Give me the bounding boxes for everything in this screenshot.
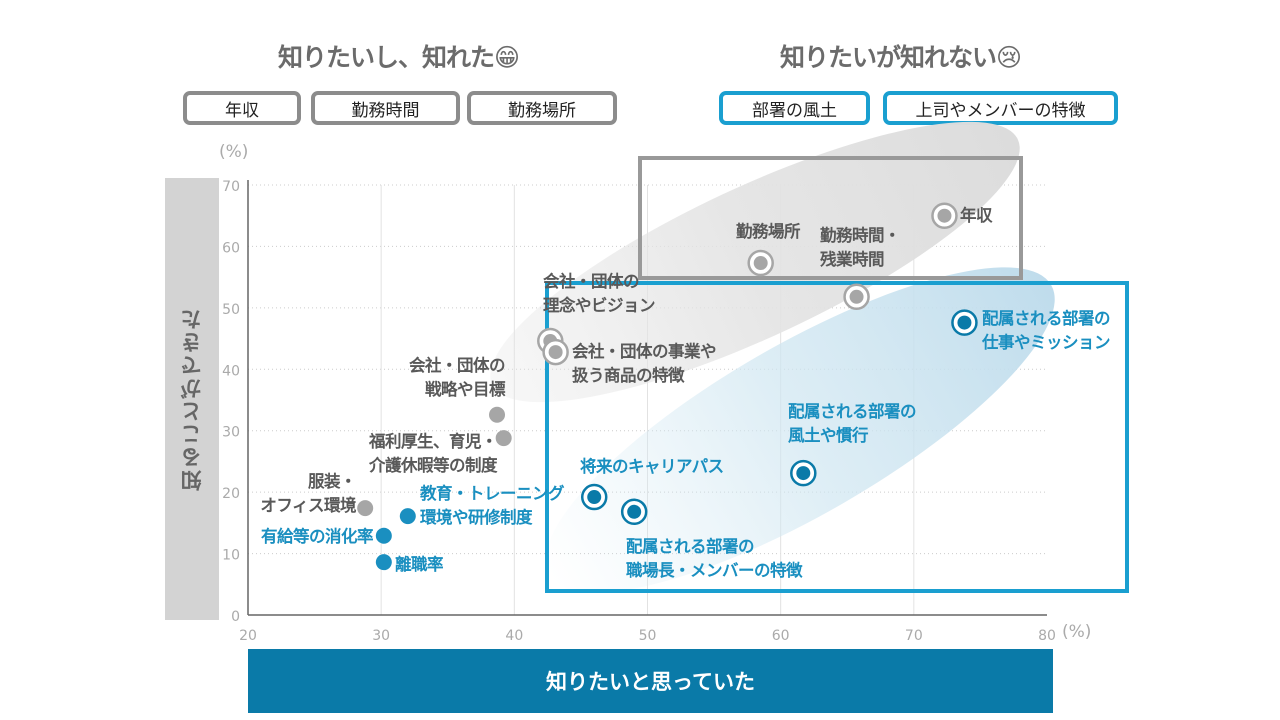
y-unit-label: (%) [219, 142, 249, 162]
data-point-label: 配属される部署の 風土や慣行 [788, 402, 917, 445]
data-point [375, 527, 392, 544]
data-point-label: 配属される部署の 仕事やミッション [982, 309, 1111, 352]
x-unit-label: (%) [1062, 622, 1092, 642]
data-point-label: 教育・トレーニング 環境や研修制度 [420, 484, 565, 527]
data-point [548, 345, 563, 360]
unknown-highlight-box [545, 281, 1129, 593]
data-point-label: 離職率 [395, 555, 444, 574]
y-tick-label: 40 [222, 363, 240, 379]
data-point [849, 289, 864, 304]
data-point-label: 会社・団体の 戦略や目標 [409, 356, 506, 399]
data-point-label: 年収 [960, 206, 993, 225]
right-title: 知りたいが知れない😢 [780, 43, 1022, 72]
x-tick-label: 50 [639, 628, 657, 644]
data-point-label: 会社・団体の 理念やビジョン [543, 272, 656, 315]
x-tick-label: 20 [239, 628, 257, 644]
tag-department-culture: 部署の風土 [719, 91, 870, 125]
known-highlight-box [638, 156, 1023, 280]
data-point-label: 福利厚生、育児・ 介護休暇等の制度 [369, 432, 498, 475]
data-point [489, 406, 506, 423]
data-point [957, 315, 972, 330]
y-tick-label: 10 [222, 548, 240, 564]
y-tick-label: 20 [222, 486, 240, 502]
tag-work-location: 勤務場所 [467, 91, 617, 125]
tag-annual-income: 年収 [183, 91, 301, 125]
data-point [375, 554, 392, 571]
data-point-label: 会社・団体の事業や 扱う商品の特徴 [572, 342, 717, 385]
data-point [627, 504, 642, 519]
x-axis-label-bar: 知りたいと思っていた [248, 649, 1053, 713]
data-point-label: 将来のキャリアパス [580, 457, 724, 476]
data-point-label: 有給等の消化率 [261, 527, 374, 546]
data-point-label: 勤務場所 [736, 222, 801, 241]
data-point-label: 配属される部署の 職場長・メンバーの特徴 [626, 537, 803, 580]
x-tick-label: 80 [1038, 628, 1056, 644]
x-axis-label: 知りたいと思っていた [546, 670, 755, 694]
x-tick-label: 40 [505, 628, 523, 644]
y-tick-label: 0 [231, 609, 240, 625]
data-point [796, 466, 811, 481]
data-point [753, 256, 768, 271]
data-point [587, 490, 602, 505]
left-title: 知りたいし、知れた😁 [278, 43, 520, 72]
tag-working-hours: 勤務時間 [311, 91, 460, 125]
data-point [495, 430, 512, 447]
data-point [357, 500, 374, 517]
data-point [937, 208, 952, 223]
tag-boss-members: 上司やメンバーの特徴 [883, 91, 1118, 125]
data-point-label: 勤務時間・ 残業時間 [820, 226, 901, 269]
y-tick-label: 30 [222, 425, 240, 441]
x-tick-label: 70 [905, 628, 923, 644]
y-tick-label: 60 [222, 240, 240, 256]
y-tick-label: 50 [222, 302, 240, 318]
data-point [399, 508, 416, 525]
data-point-label: 服装・ オフィス環境 [260, 472, 356, 515]
y-tick-label: 70 [222, 179, 240, 195]
x-tick-label: 30 [372, 628, 390, 644]
x-tick-label: 60 [772, 628, 790, 644]
y-axis-label-bar: 知ることができた [165, 178, 219, 620]
blue-cluster-ellipse [545, 267, 1055, 593]
